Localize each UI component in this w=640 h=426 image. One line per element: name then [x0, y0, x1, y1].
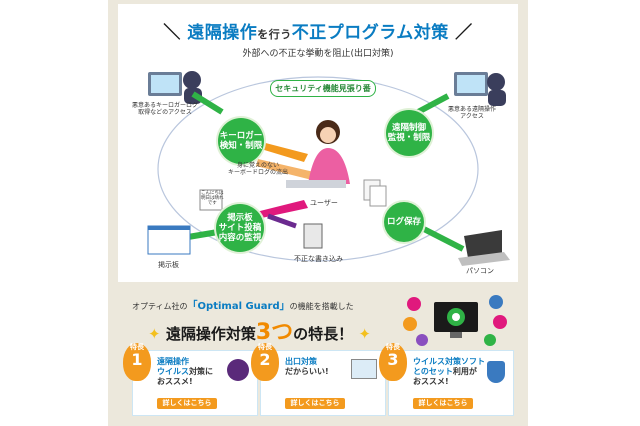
title-part-2: を行う	[257, 28, 292, 41]
product-name: 「Optimal Guard」	[187, 301, 290, 312]
diagram-panel: ＼ 遠隔操作を行う不正プログラム対策 ／ 外部への不正な挙動を阻止(出口対策)	[118, 4, 518, 282]
circle-remote: 遠隔制御監視・制限	[386, 110, 432, 156]
diagram-graphics	[147, 71, 510, 266]
user-laptop	[286, 180, 346, 188]
promo-line-2: ✦ 遠隔操作対策3つの特長！ ✦	[148, 320, 371, 345]
arrow-pink	[248, 200, 308, 220]
monitor-graphic	[403, 295, 507, 346]
label-remote-access: 悪意ある遠隔操作 アクセス	[448, 106, 497, 120]
shield-icon	[487, 361, 505, 383]
virus-icon	[227, 359, 249, 381]
arrow-green-4	[416, 223, 465, 252]
circle-log: ログ保存	[384, 202, 424, 242]
label-keylogger-access: 悪意あるキーロガーログ 取得などのアクセス	[132, 102, 199, 116]
pc-laptop	[464, 230, 502, 258]
note-doc	[199, 189, 223, 211]
security-guard-tag: セキュリティ機能見張り番	[270, 80, 376, 97]
label-doc-note: こんにちは 明日は晴れ です	[201, 191, 224, 206]
promo-section: オプティム社の「Optimal Guard」の機能を搭載した ✦ 遠隔操作対策3…	[118, 286, 518, 426]
feature-text-3: ウイルス対策ソフト とのセット利用が おススメ!	[413, 357, 485, 386]
label-pc: パソコン	[466, 267, 494, 275]
arrow-orange-2	[256, 159, 314, 180]
details-button-1[interactable]: 詳しくはこちら	[157, 398, 217, 409]
promo-line-1: オプティム社の「Optimal Guard」の機能を搭載した	[132, 301, 354, 312]
bad-post-doc	[303, 223, 323, 249]
no-entry-screen-icon	[351, 359, 377, 379]
title-part-1: 遠隔操作	[187, 23, 258, 43]
hacker-left-icon	[183, 71, 201, 89]
label-bad-post: 不正な書き込み	[294, 255, 343, 263]
label-bbs: 掲示板	[158, 261, 179, 269]
circle-bbs-monitor: 掲示板サイト投稿内容の監視	[216, 204, 264, 252]
arrow-green-2	[416, 93, 450, 115]
feature-text-2: 出口対策 だからいい!	[285, 357, 329, 376]
sparkle-icon: ✦	[358, 325, 371, 343]
diagram-ellipse	[157, 76, 479, 262]
hacker-right-icon	[487, 73, 505, 91]
circle-keylogger: キーロガー検知・制限	[218, 118, 264, 164]
title-part-3: 不正プログラム対策	[291, 23, 449, 43]
label-unknown-log: 身に覚えのない キーボードログの流出	[228, 162, 289, 176]
label-user: ユーザー	[310, 199, 338, 207]
subtitle: 外部への不正な挙動を阻止(出口対策)	[242, 49, 394, 59]
bbs-window	[147, 225, 191, 255]
arrow-purple	[267, 213, 297, 229]
feature-text-1: 遠隔操作 ウイルス対策に おススメ!	[157, 357, 213, 386]
details-button-3[interactable]: 詳しくはこちら	[413, 398, 473, 409]
sparkle-icon: ✦	[148, 325, 161, 343]
details-button-2[interactable]: 詳しくはこちら	[285, 398, 345, 409]
page-title: ＼ 遠隔操作を行う不正プログラム対策 ／	[163, 23, 473, 43]
arrow-green-1	[191, 91, 224, 115]
